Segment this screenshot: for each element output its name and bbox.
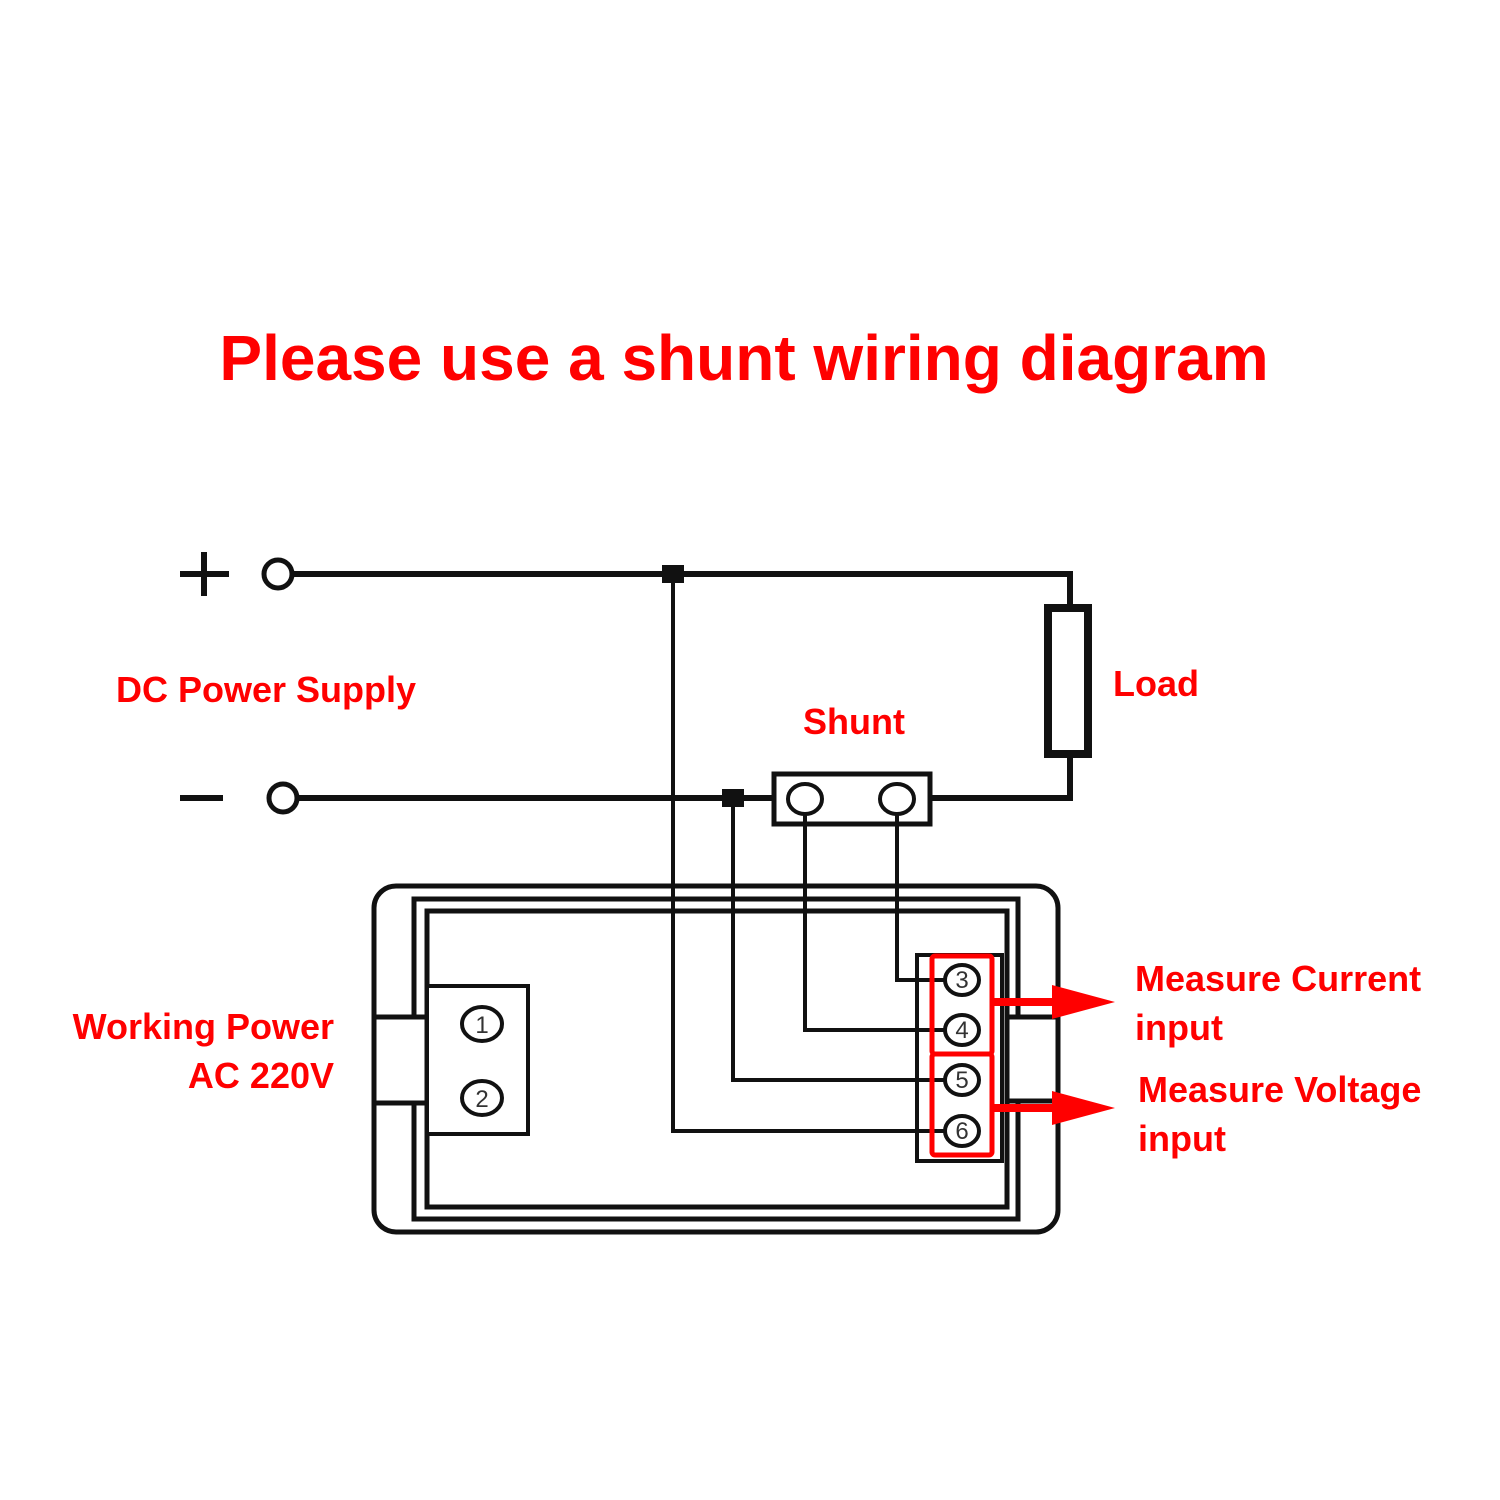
- negative-terminal-icon: [266, 781, 300, 815]
- terminal-4-label: 4: [955, 1017, 968, 1044]
- wire-shunt-left-to-terminal-4: [803, 814, 945, 1032]
- positive-terminal-icon: [261, 557, 295, 591]
- positive-sign-icon: [180, 552, 229, 596]
- terminal-1-label: 1: [475, 1012, 488, 1039]
- terminal-4: 4: [943, 1013, 981, 1047]
- terminal-4-icon: [943, 1013, 981, 1047]
- wire-shunt-right-to-terminal-3: [895, 814, 945, 982]
- wire-positive-to-terminal-6: [671, 583, 945, 1133]
- load-return-wire: [930, 754, 1073, 801]
- terminal-5-label: 5: [955, 1067, 968, 1094]
- positive-junction-node: [662, 565, 684, 583]
- positive-rail-wire: [292, 571, 1073, 608]
- left-mount-clip: [371, 1014, 430, 1106]
- terminal-3-label: 3: [955, 967, 968, 994]
- terminal-2-label: 2: [475, 1086, 488, 1113]
- measure-voltage-input-label: input: [1138, 1118, 1226, 1159]
- current-input-arrow-icon: [992, 985, 1115, 1019]
- measure-current-input-label: input: [1135, 1007, 1223, 1048]
- terminal-3: 3: [943, 963, 981, 997]
- terminal-5-icon: [943, 1063, 981, 1097]
- dc-power-supply-label: DC Power Supply: [116, 669, 416, 710]
- working-power-label: Working Power: [73, 1006, 334, 1047]
- diagram-title: Please use a shunt wiring diagram: [219, 322, 1268, 394]
- terminal-6-label: 6: [955, 1118, 968, 1145]
- terminal-5: 5: [943, 1063, 981, 1097]
- shunt-label: Shunt: [803, 701, 905, 742]
- terminal-6-icon: [943, 1114, 981, 1148]
- terminal-6: 6: [943, 1114, 981, 1148]
- load-label: Load: [1113, 663, 1199, 704]
- terminal-1-icon: [460, 1005, 504, 1043]
- shunt-terminal-right-icon: [878, 782, 916, 816]
- terminal-1: 1: [460, 1005, 504, 1043]
- wire-negative-to-terminal-5: [731, 807, 945, 1082]
- right-mount-clip: [1004, 1014, 1061, 1104]
- measure-voltage-label: Measure Voltage: [1138, 1069, 1421, 1110]
- shunt-terminal-left-icon: [786, 782, 824, 816]
- load-resistor: [1044, 604, 1092, 758]
- negative-junction-node: [722, 789, 744, 807]
- terminal-2-icon: [460, 1079, 504, 1117]
- terminal-2: 2: [460, 1079, 504, 1117]
- terminal-3-icon: [943, 963, 981, 997]
- working-power-voltage-label: AC 220V: [188, 1055, 334, 1096]
- measure-current-label: Measure Current: [1135, 958, 1421, 999]
- voltage-input-arrow-icon: [992, 1091, 1115, 1125]
